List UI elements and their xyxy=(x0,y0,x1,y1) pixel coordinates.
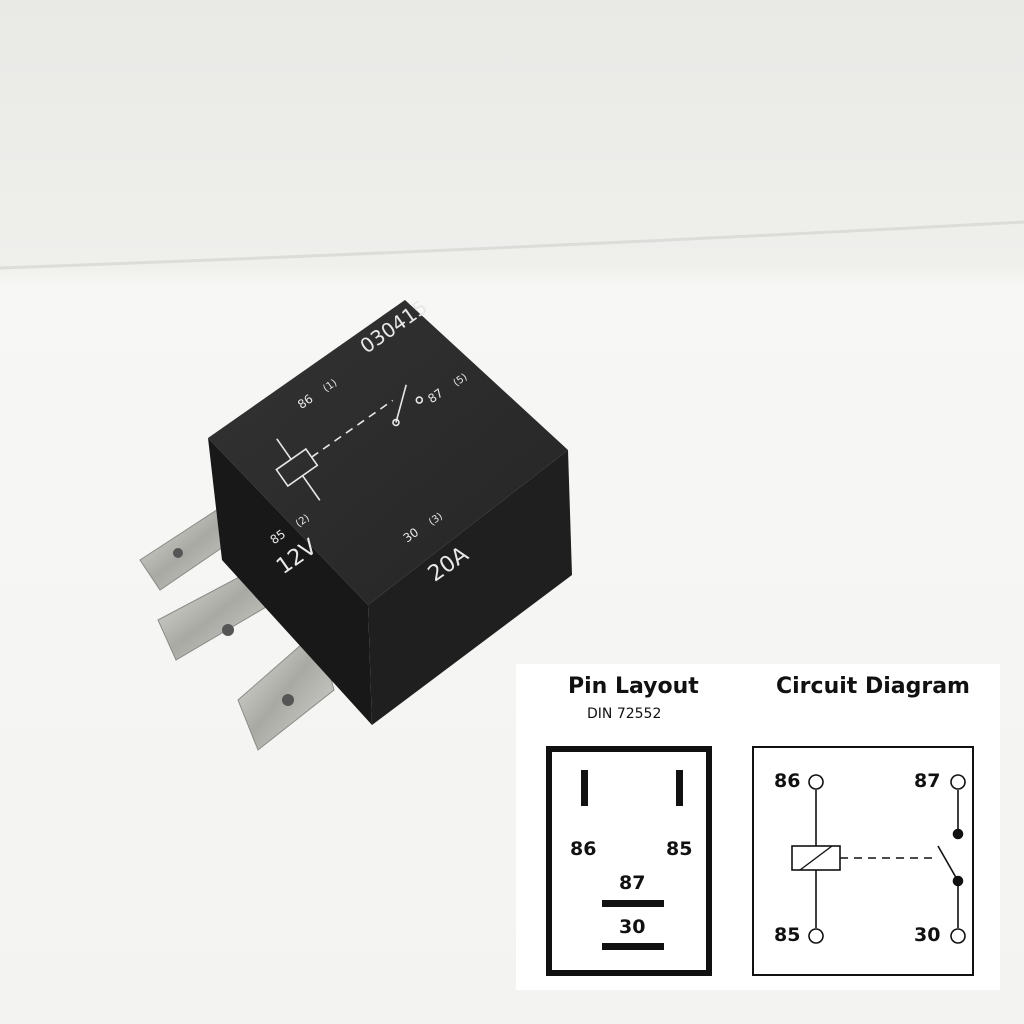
terminal-87-dot xyxy=(950,774,966,790)
terminal-86-dot xyxy=(808,774,824,790)
relay-body xyxy=(208,300,572,725)
relay-left-face xyxy=(208,438,372,725)
relay-side-face xyxy=(368,450,572,725)
coil-symbol xyxy=(791,845,841,871)
relay-coil-symbol xyxy=(275,447,319,488)
circuit-diagram-schematic xyxy=(791,774,966,944)
pin-layout-87-label: 87 xyxy=(619,872,646,894)
circuit-diagram-title: Circuit Diagram xyxy=(776,674,970,699)
circuit-86-label: 86 xyxy=(774,770,801,792)
pin-layout-title: Pin Layout xyxy=(568,674,699,699)
terminal-30-dot xyxy=(950,928,966,944)
circuit-85-label: 85 xyxy=(774,924,801,946)
relay-info-panel: Pin Layout DIN 72552 86 85 87 30 Circuit… xyxy=(516,664,1000,990)
circuit-diagram-frame xyxy=(752,746,974,976)
contact-node-bottom xyxy=(952,875,964,887)
pin-layout-standard: DIN 72552 xyxy=(587,706,662,722)
terminal-lower xyxy=(237,629,335,751)
pin-layout-86-label: 86 xyxy=(570,838,597,860)
circuit-30-label: 30 xyxy=(914,924,941,946)
pin-86-blade xyxy=(581,770,588,806)
circuit-87-label: 87 xyxy=(914,770,941,792)
switch-contact xyxy=(937,845,959,882)
pin-layout-frame xyxy=(546,746,712,976)
pin-87-blade xyxy=(602,900,664,907)
pin-30-blade xyxy=(602,943,664,950)
pin-layout-85-label: 85 xyxy=(666,838,693,860)
table-edge xyxy=(0,220,1024,270)
contact-node-top xyxy=(952,828,964,840)
pin-85-blade xyxy=(676,770,683,806)
relay-top-face xyxy=(208,300,568,605)
terminal-85-dot xyxy=(808,928,824,944)
pin-layout-30-label: 30 xyxy=(619,916,646,938)
